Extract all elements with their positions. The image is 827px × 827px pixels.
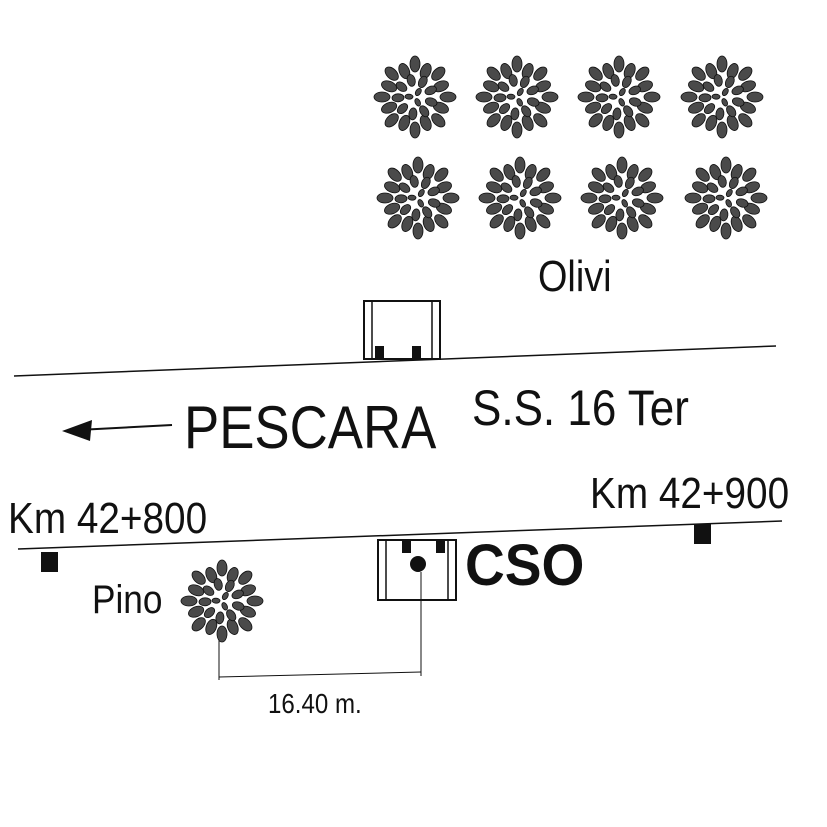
olivi-label: Olivi (538, 252, 612, 301)
tree-icon (580, 156, 664, 240)
tree-icon (684, 156, 768, 240)
tree-icon (577, 55, 661, 139)
arrow-left-icon (62, 420, 173, 441)
distance-label: 16.40 m. (268, 688, 362, 719)
tree-icon (478, 156, 562, 240)
cso-structure (377, 539, 457, 601)
km-marker-icon (694, 524, 711, 544)
tree-group (180, 55, 768, 643)
km-marker-icon (41, 552, 58, 572)
road-edge-south (17, 520, 783, 550)
cso-point-icon (410, 556, 426, 572)
tree-icon (680, 55, 764, 139)
north-structure (363, 300, 441, 360)
tree-icon (475, 55, 559, 139)
cso-label: CSO (465, 533, 585, 598)
tree-icon (376, 156, 460, 240)
tree-icon (373, 55, 457, 139)
pino-label: Pino (92, 578, 163, 622)
road-name-label: S.S. 16 Ter (472, 380, 689, 436)
dimension-line (218, 572, 422, 680)
km-right-label: Km 42+900 (590, 469, 790, 518)
tree-icon (180, 559, 264, 643)
direction-label: PESCARA (184, 394, 437, 461)
km-left-label: Km 42+800 (8, 494, 208, 543)
road-edge-north (13, 345, 777, 377)
